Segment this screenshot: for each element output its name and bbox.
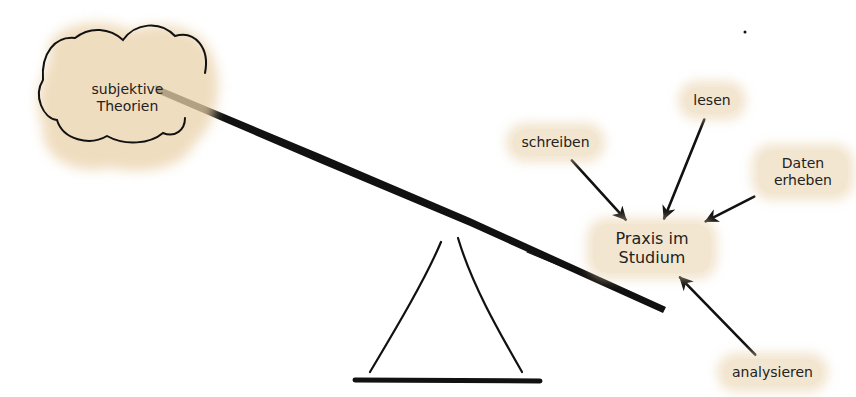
text-patch: lesen	[684, 87, 740, 114]
text-patch: Daten erheben	[758, 150, 848, 194]
arrow-connector	[706, 197, 755, 222]
node-label: subjektive Theorien	[65, 81, 190, 115]
node-label: schreiben	[521, 134, 590, 151]
arrow-connector	[572, 160, 626, 219]
cloud-shape: subjektive Theorien	[35, 18, 220, 178]
text-patch: Praxis im Studium	[593, 224, 711, 273]
fulcrum-triangle	[370, 238, 522, 372]
arrow-connector	[680, 277, 755, 354]
node-label: lesen	[693, 92, 731, 109]
cloud-fill	[38, 23, 218, 171]
node-label: Praxis im Studium	[602, 229, 702, 267]
fulcrum-base	[355, 380, 540, 381]
ink-dot	[744, 31, 747, 34]
arrow-connector	[664, 120, 704, 219]
text-patch: schreiben	[512, 129, 599, 156]
node-label: analysieren	[732, 364, 813, 381]
text-patch: analysieren	[723, 359, 822, 386]
seesaw-beam	[155, 85, 666, 313]
node-label: Daten erheben	[767, 155, 839, 189]
cloud-line	[39, 25, 206, 142]
beam-sketch-line	[527, 252, 578, 273]
